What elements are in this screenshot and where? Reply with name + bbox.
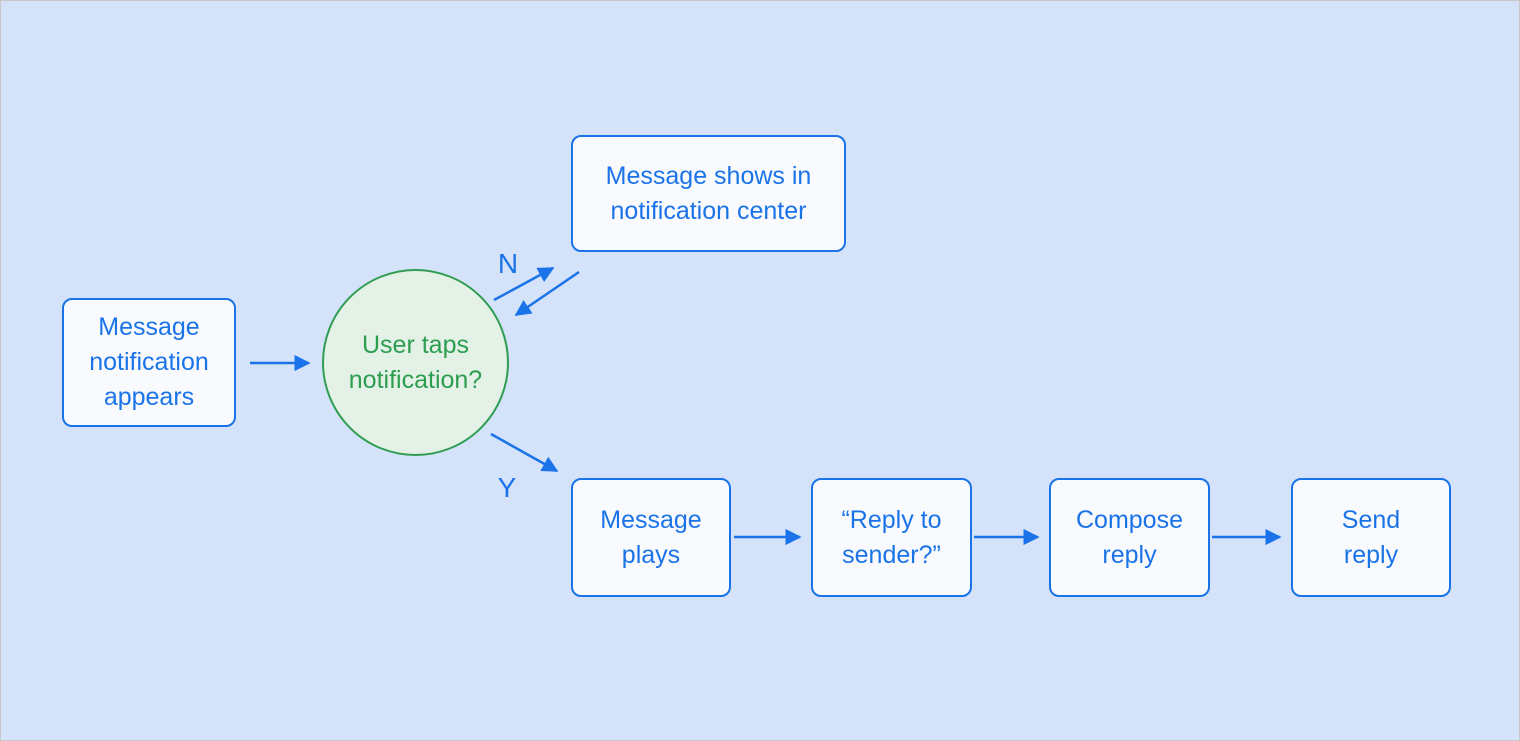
arrow-notification-center-to-decision — [514, 270, 580, 317]
node-reply-to-sender-prompt: “Reply to sender?” — [811, 478, 972, 597]
node-message-plays: Message plays — [571, 478, 731, 597]
node-user-taps-notification-decision: User taps notification? — [322, 269, 509, 456]
node-message-shows-in-notification-center: Message shows in notification center — [571, 135, 846, 252]
node-compose-reply: Compose reply — [1049, 478, 1210, 597]
node-message-notification-appears: Message notification appears — [62, 298, 236, 427]
edge-label-no: N — [497, 248, 519, 279]
node-send-reply: Send reply — [1291, 478, 1451, 597]
arrow-decision-to-message-plays — [490, 432, 559, 473]
edge-label-yes: Y — [497, 472, 517, 503]
